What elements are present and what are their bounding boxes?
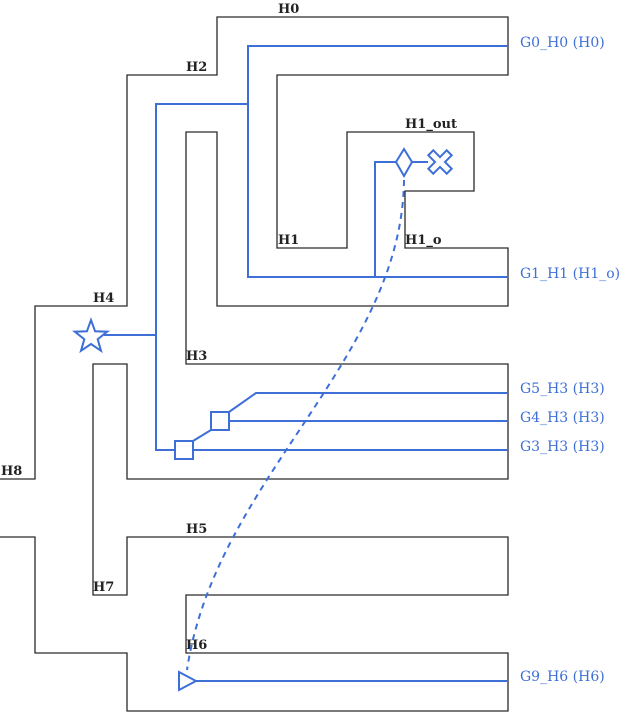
route-label-g9-h6: G9_H6 (H6): [520, 669, 605, 685]
region-label-h1: H1: [278, 233, 299, 248]
region-label-h6: H6: [186, 638, 207, 653]
square-icon: [210, 411, 230, 431]
region-label-h0: H0: [278, 2, 299, 17]
square-icon: [174, 440, 194, 460]
routes-layer: [104, 45, 508, 682]
route-labels: G0_H0 (H0) G1_H1 (H1_o) G5_H3 (H3) G4_H3…: [520, 35, 620, 685]
region-label-h8: H8: [1, 464, 22, 479]
region-label-h3: H3: [186, 349, 207, 364]
route-label-g4-h3: G4_H3 (H3): [520, 410, 605, 426]
x-cross-icon: [426, 148, 454, 176]
diamond-icon: [394, 147, 414, 179]
outline-layer: [0, 16, 509, 712]
route-label-g0-h0: G0_H0 (H0): [520, 35, 605, 51]
route-line-g3-h3: [155, 335, 508, 451]
region-labels: H0 H2 H1_out H1 H1_o H4 H3 H8 H5 H7 H6: [1, 2, 457, 653]
route-label-g3-h3: G3_H3 (H3): [520, 439, 605, 455]
corridor-outline: [0, 16, 509, 712]
dashed-connector: [186, 179, 405, 671]
route-line-g5-h3: [228, 392, 508, 413]
star-icon: [72, 317, 110, 354]
route-line-g0-h0: [104, 45, 508, 336]
route-label-g5-h3: G5_H3 (H3): [520, 381, 605, 397]
route-line-g4-h3: [192, 420, 508, 442]
region-label-h1-out: H1_out: [405, 117, 457, 132]
markers-layer: [72, 147, 454, 692]
region-label-h7: H7: [93, 580, 114, 595]
region-label-h2: H2: [186, 60, 207, 75]
region-label-h5: H5: [186, 522, 207, 537]
region-label-h1-o: H1_o: [405, 233, 442, 248]
route-label-g1-h1: G1_H1 (H1_o): [520, 266, 620, 282]
route-line-h1-branch: [374, 161, 396, 277]
region-label-h4: H4: [93, 291, 114, 306]
route-line-g1-h1: [247, 104, 508, 278]
triangle-icon: [178, 670, 199, 692]
